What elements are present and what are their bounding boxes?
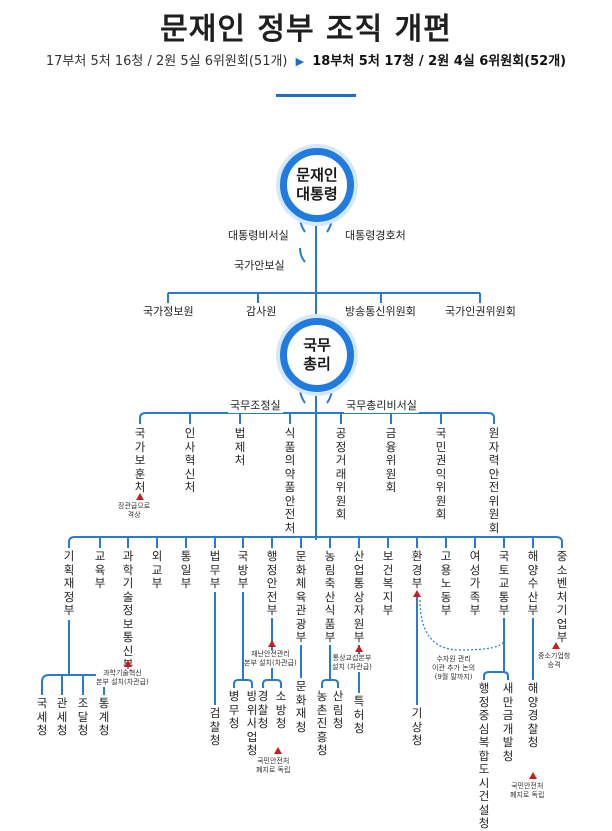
secretariat-office: 대통령비서실 (226, 227, 291, 243)
pm-body-legislation: 법제처 (233, 426, 247, 468)
note-sme: 중소기업청 승격 (538, 652, 571, 670)
ministry-health: 보건복지부 (381, 549, 395, 618)
agency-patent: 특허청 (352, 694, 366, 736)
note-water: 수자원 관리 이관 추가 논의 (9월 말까지) (432, 655, 476, 682)
ministry-sme: 중소벤처기업부 (555, 549, 569, 645)
title-divider (276, 94, 356, 97)
ministry-foreign: 외교부 (150, 549, 164, 591)
note-science: 과학기술혁신 본부 설치(차관급) (96, 669, 149, 687)
ministry-gender: 여성가족부 (468, 549, 482, 618)
agency-rda: 농촌진흥청 (315, 689, 329, 758)
president-circle: 문재인 대통령 (280, 148, 354, 222)
agency-kcc: 방송통신위원회 (343, 303, 418, 319)
count-after: 18부처 5처 17청 / 2원 4실 6위원회(52개) (312, 54, 567, 69)
pm-body-food-drug: 식품의약품안전처 (283, 426, 297, 535)
security-service: 대통령경호처 (343, 227, 408, 243)
upgrade-marker (136, 493, 144, 500)
agency-manpower: 병무청 (227, 689, 241, 731)
science-marker (124, 660, 132, 667)
org-connector-lines (41, 210, 563, 705)
ministry-labor: 고용노동부 (439, 549, 453, 618)
sme-marker (552, 642, 560, 649)
agency-nts: 국세청 (35, 696, 49, 738)
ministry-oceans: 해양수산부 (526, 549, 540, 618)
president-label: 문재인 대통령 (296, 166, 338, 203)
triangle-right-icon: ▶ (295, 55, 305, 68)
agency-coast-guard: 해양경찰청 (526, 681, 540, 750)
ministry-unification: 통일부 (179, 549, 193, 591)
coast-marker (529, 772, 537, 779)
agency-audit: 감사원 (244, 303, 279, 319)
pm-body-fsc: 금융위원회 (384, 426, 398, 495)
ministry-culture: 문화체육관광부 (294, 549, 308, 645)
ministry-land: 국토교통부 (497, 549, 511, 618)
pm-body-personnel: 인사혁신처 (183, 426, 197, 495)
agency-human-rights: 국가인권위원회 (443, 303, 518, 319)
premier-circle: 국무 총리 (280, 318, 354, 392)
ministry-trade: 산업통상자원부 (352, 549, 366, 645)
fire-marker (274, 747, 282, 754)
pm-body-bohun: 국가보훈처 (133, 426, 147, 495)
agency-nis: 국가정보원 (141, 303, 196, 319)
agency-cultural-heritage: 문화재청 (294, 679, 308, 734)
pm-body-nssc: 원자력안전위원회 (487, 426, 501, 535)
ministry-agriculture: 농림축산식품부 (323, 549, 337, 645)
ministry-interior-safety: 행정안전부 (265, 549, 279, 618)
pm-secretariat: 국무총리비서실 (344, 397, 419, 413)
ministry-justice: 법무부 (208, 549, 222, 591)
ministry-environment: 환경부 (410, 549, 424, 591)
agency-dapa: 방위사업청 (245, 689, 259, 758)
note-trade: 통상교섭본부 설치 (차관급) (332, 654, 372, 672)
premier-label: 국무 총리 (303, 336, 331, 373)
national-security-office: 국가안보실 (232, 257, 287, 273)
agency-kma: 기상청 (410, 706, 424, 748)
agency-macca: 행정중심복합도시건설청 (477, 681, 491, 831)
agency-police: 경찰청 (256, 689, 270, 731)
office-for-govt-policy: 국무조정실 (228, 397, 283, 413)
agency-saemangeum: 새만금개발청 (501, 681, 515, 763)
agency-forest: 산림청 (331, 689, 345, 731)
agency-customs: 관세청 (55, 696, 69, 738)
note-fire: 국민안전처 폐지로 독립 (256, 757, 291, 775)
note-coast: 국민안전처 폐지로 독립 (510, 782, 545, 800)
note-bohun: 장관급으로 격상 (118, 502, 151, 520)
count-summary: 17부처 5처 16청 / 2원 5실 6위원회(51개) ▶ 18부처 5처 … (0, 50, 612, 69)
ministry-education: 교육부 (93, 549, 107, 591)
ministry-defense: 국방부 (236, 549, 250, 591)
agency-prosecution: 검찰청 (208, 706, 222, 748)
note-safety: 재난안전관리 본부 설치(차관급) (244, 650, 297, 668)
agency-fire: 소방청 (274, 689, 288, 731)
trade-marker (355, 645, 363, 652)
pm-body-ftc: 공정거래위원회 (334, 426, 348, 522)
agency-statistics: 통계청 (97, 696, 111, 738)
agency-pps: 조달청 (76, 696, 90, 738)
safety-marker (268, 640, 276, 647)
page-title: 문재인 정부 조직 개편 (160, 12, 452, 47)
pm-body-acrc: 국민권익위원회 (434, 426, 448, 522)
water-marker (413, 590, 421, 597)
ministry-finance: 기획재정부 (62, 549, 76, 618)
ministry-science-ict: 과학기술정보통신부 (121, 549, 135, 672)
count-before: 17부처 5처 16청 / 2원 5실 6위원회(51개) (45, 54, 288, 69)
